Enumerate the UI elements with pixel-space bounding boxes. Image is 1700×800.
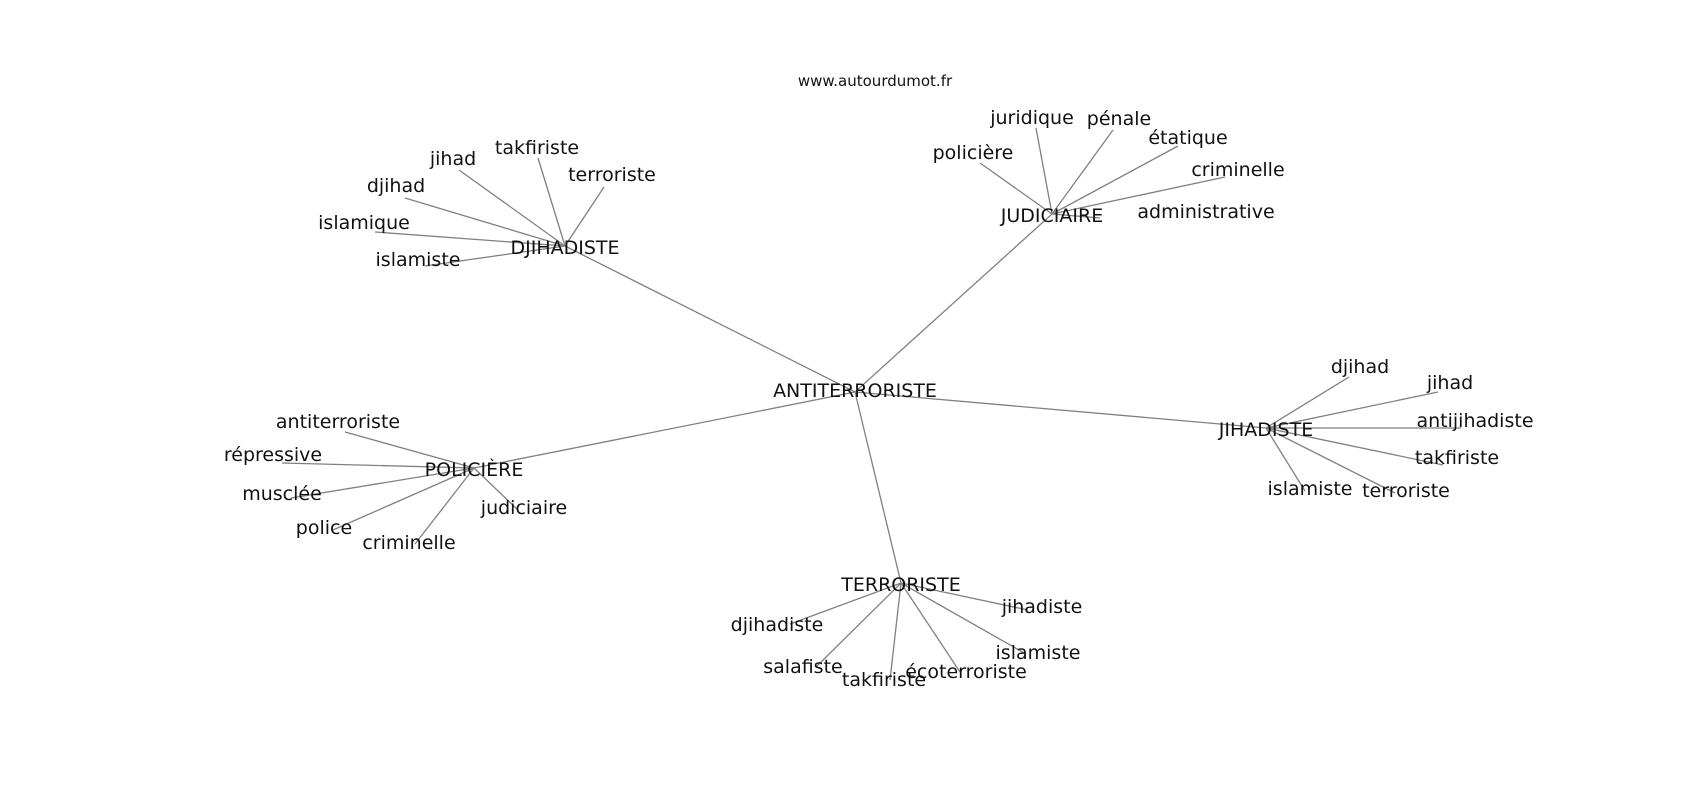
- hub-word-edge: [458, 169, 566, 247]
- hub-word-edge: [1051, 176, 1226, 215]
- hub-word-edge: [900, 582, 1029, 611]
- hub-word-edge: [979, 162, 1053, 215]
- hub-word-edge: [344, 431, 475, 469]
- hub-word-edge: [281, 462, 475, 469]
- word-node: pénale: [1087, 108, 1151, 130]
- hub-node-jihadiste: JIHADISTE: [1218, 419, 1313, 441]
- hub-word-edge: [424, 245, 566, 267]
- hub-word-edge: [789, 582, 902, 625]
- word-node: djihadiste: [731, 614, 824, 636]
- word-node: islamiste: [1268, 478, 1353, 500]
- word-node: terroriste: [1362, 480, 1450, 502]
- word-node: antijihadiste: [1416, 410, 1533, 432]
- hub-word-edge: [1265, 427, 1396, 494]
- hub-word-edge: [1265, 427, 1444, 466]
- hub-word-edge: [1051, 213, 1101, 219]
- word-node: écoterroriste: [905, 661, 1027, 683]
- hub-word-edge: [473, 467, 519, 511]
- hub-word-edge: [537, 157, 566, 247]
- center-hub-edge: [564, 245, 856, 393]
- word-node: musclée: [242, 483, 322, 505]
- word-node: terroriste: [568, 164, 656, 186]
- word-node: juridique: [989, 107, 1074, 129]
- word-node: jihad: [1426, 372, 1473, 394]
- word-node: judiciaire: [480, 497, 567, 519]
- word-node: jihad: [429, 148, 476, 170]
- center-hub-edge: [854, 391, 902, 584]
- graph-edges: [281, 127, 1461, 681]
- word-node: jihadiste: [1001, 596, 1083, 618]
- center-hub-edge: [854, 391, 1267, 429]
- word-node: takfiriste: [842, 669, 926, 691]
- word-node: antiterroriste: [276, 411, 400, 433]
- word-node: takfiriste: [495, 137, 579, 159]
- word-node: criminelle: [1191, 159, 1284, 181]
- word-node: islamiste: [376, 249, 461, 271]
- hub-node-djihadiste: DJIHADISTE: [510, 237, 619, 259]
- hub-word-edge: [1051, 145, 1179, 215]
- word-node: répressive: [224, 444, 322, 466]
- hub-word-edge: [332, 467, 475, 531]
- word-node: policière: [933, 142, 1014, 164]
- hub-node-judiciaire: JUDICIAIRE: [1000, 205, 1103, 227]
- hub-word-edge: [414, 467, 475, 545]
- graph-labels: ANTITERRORISTE DJIHADISTE jihad takfiriste…: [224, 107, 1534, 691]
- hub-node-policiere: POLICIÈRE: [425, 458, 524, 481]
- word-node: islamiste: [996, 642, 1081, 664]
- word-node: islamique: [318, 212, 410, 234]
- word-node: administrative: [1137, 201, 1274, 223]
- hub-word-edge: [1265, 427, 1306, 492]
- word-node: salafiste: [763, 656, 842, 678]
- hub-word-edge: [889, 582, 902, 681]
- word-node: étatique: [1148, 127, 1227, 149]
- center-node-label: ANTITERRORISTE: [773, 380, 937, 402]
- hub-word-edge: [1265, 376, 1350, 429]
- word-node: criminelle: [362, 532, 455, 554]
- hub-word-edge: [900, 582, 1027, 655]
- hub-word-edge: [290, 467, 475, 499]
- hub-word-edge: [1051, 129, 1114, 215]
- source-watermark: www.autourdumot.fr: [797, 72, 953, 90]
- hub-word-edge: [815, 582, 902, 668]
- hub-word-edge: [1035, 127, 1053, 215]
- hub-word-edge: [1265, 391, 1439, 429]
- word-node: djihad: [1331, 356, 1389, 378]
- hub-word-edge: [564, 186, 605, 247]
- word-node: police: [296, 517, 352, 539]
- hub-word-edge: [404, 197, 566, 247]
- hub-word-edge: [374, 231, 566, 247]
- center-hub-edge: [854, 213, 1053, 393]
- hub-word-edge: [900, 582, 961, 673]
- word-node: takfiriste: [1415, 447, 1499, 469]
- center-hub-edge: [473, 391, 856, 469]
- word-node: djihad: [367, 175, 425, 197]
- hub-node-terroriste: TERRORISTE: [840, 574, 960, 596]
